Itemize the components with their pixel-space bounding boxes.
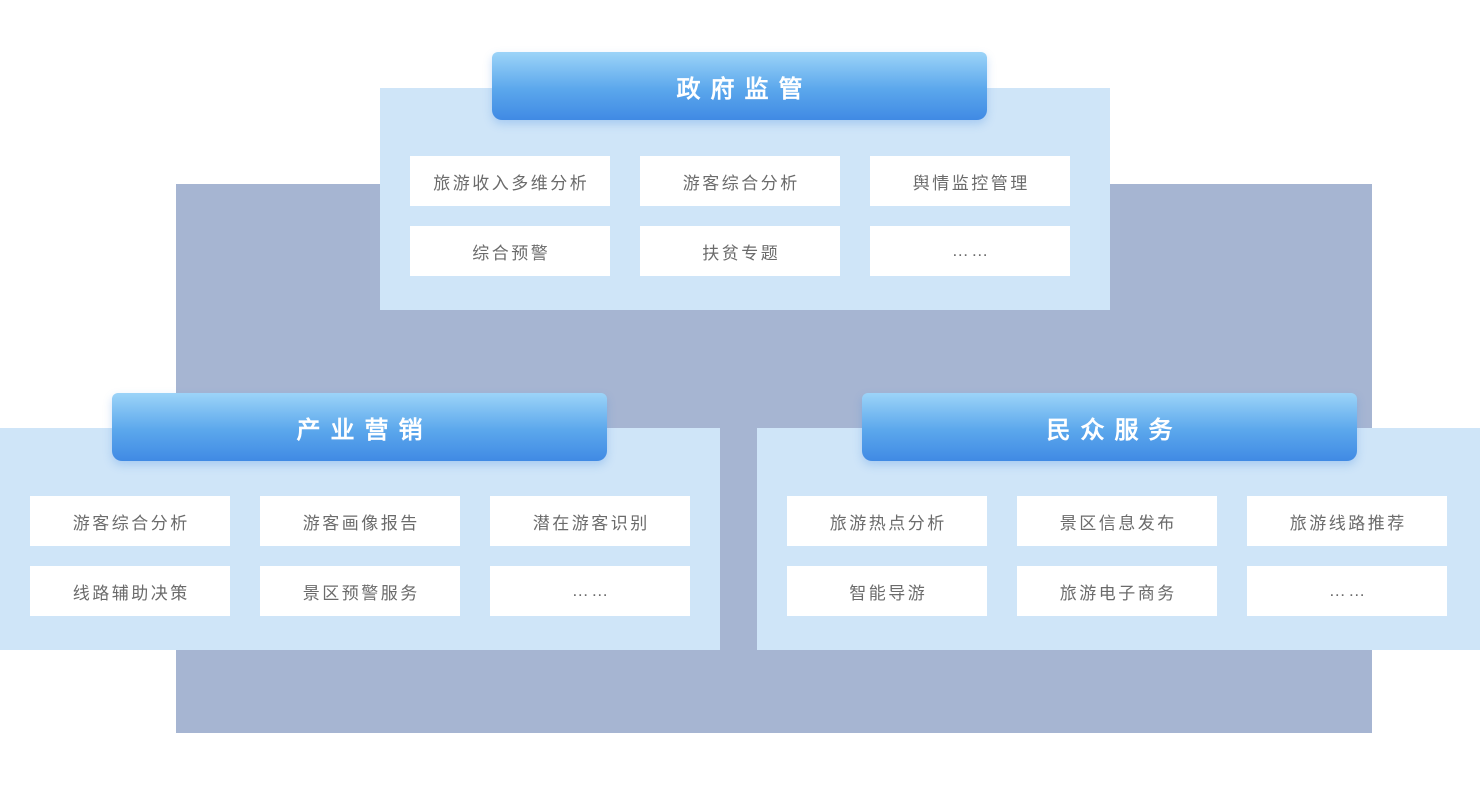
feature-item-ellipsis: ……: [1247, 566, 1447, 616]
feature-item-label: 旅游收入多维分析: [433, 173, 590, 193]
feature-item-ellipsis: ……: [490, 566, 690, 616]
feature-item: 舆情监控管理: [870, 156, 1070, 206]
feature-item: 游客综合分析: [30, 496, 230, 546]
section-title: 民众服务: [1046, 416, 1183, 444]
feature-item: 旅游线路推荐: [1247, 496, 1447, 546]
government-section-header: 政府监管: [492, 52, 987, 120]
feature-item: 旅游热点分析: [787, 496, 987, 546]
feature-item: 游客综合分析: [640, 156, 840, 206]
feature-item-label: 扶贫专题: [702, 243, 781, 263]
government-section-panel: 旅游收入多维分析 游客综合分析 舆情监控管理 综合预警 扶贫专题 ……: [380, 88, 1110, 310]
feature-item-label: ……: [1328, 581, 1368, 600]
feature-item-label: 潜在游客识别: [532, 513, 650, 533]
feature-item-label: 智能导游: [849, 583, 928, 603]
feature-item-label: ……: [951, 241, 991, 260]
feature-item: 扶贫专题: [640, 226, 840, 276]
feature-item-label: 游客综合分析: [72, 513, 190, 533]
feature-item: 潜在游客识别: [490, 496, 690, 546]
public-section-header: 民众服务: [862, 393, 1357, 461]
feature-item-label: 线路辅助决策: [72, 583, 190, 603]
section-title: 产业营销: [296, 416, 433, 444]
feature-item-label: 景区预警服务: [302, 583, 420, 603]
feature-item-label: 旅游电子商务: [1059, 583, 1177, 603]
section-title: 政府监管: [676, 75, 813, 103]
feature-item-label: 综合预警: [472, 243, 551, 263]
feature-item: 游客画像报告: [260, 496, 460, 546]
feature-item: 旅游电子商务: [1017, 566, 1217, 616]
feature-item-label: 景区信息发布: [1059, 513, 1177, 533]
industry-section-header: 产业营销: [112, 393, 607, 461]
feature-item-ellipsis: ……: [870, 226, 1070, 276]
feature-item-label: ……: [571, 581, 611, 600]
feature-item: 景区信息发布: [1017, 496, 1217, 546]
feature-item: 智能导游: [787, 566, 987, 616]
industry-section-panel: 游客综合分析 游客画像报告 潜在游客识别 线路辅助决策 景区预警服务 ……: [0, 428, 720, 650]
feature-item: 综合预警: [410, 226, 610, 276]
feature-item-label: 旅游线路推荐: [1289, 513, 1407, 533]
feature-item-label: 旅游热点分析: [829, 513, 947, 533]
feature-item-label: 游客综合分析: [682, 173, 800, 193]
feature-item: 景区预警服务: [260, 566, 460, 616]
feature-item: 线路辅助决策: [30, 566, 230, 616]
feature-item: 旅游收入多维分析: [410, 156, 610, 206]
feature-item-label: 游客画像报告: [302, 513, 420, 533]
public-section-panel: 旅游热点分析 景区信息发布 旅游线路推荐 智能导游 旅游电子商务 ……: [757, 428, 1480, 650]
feature-item-label: 舆情监控管理: [912, 173, 1030, 193]
